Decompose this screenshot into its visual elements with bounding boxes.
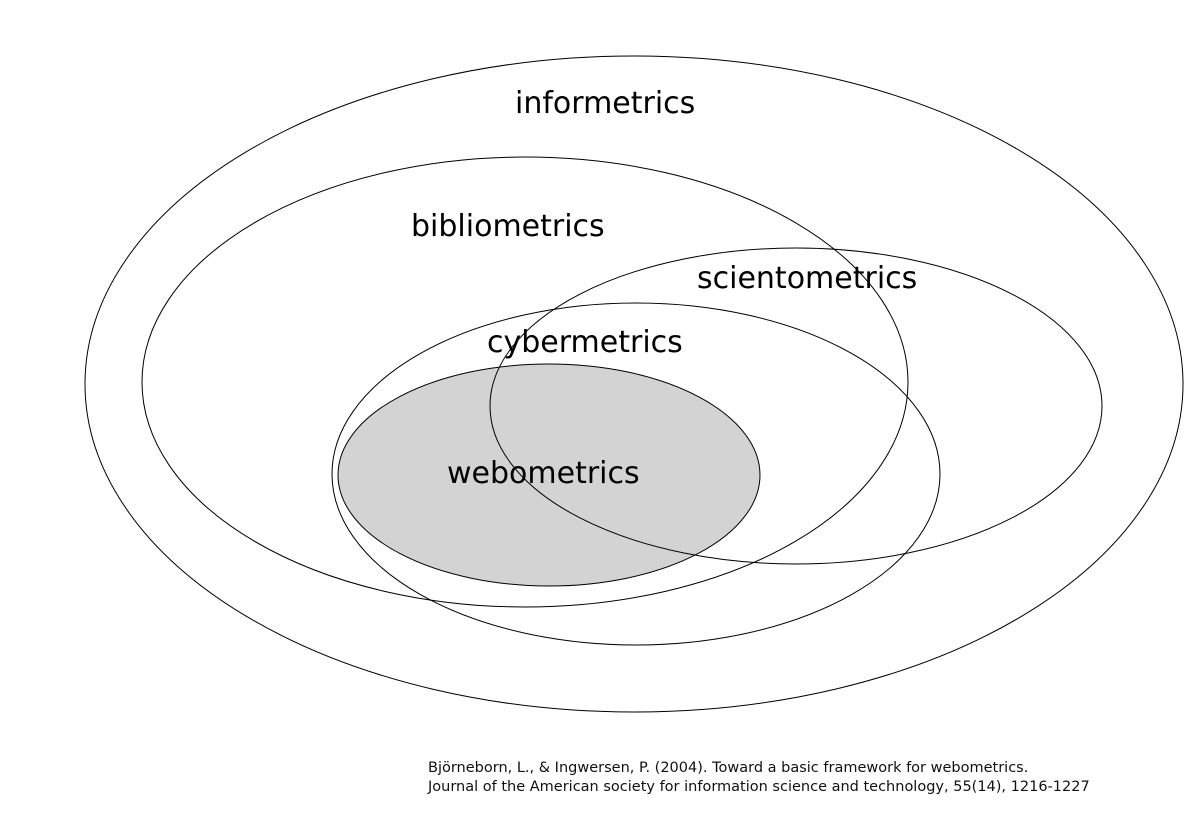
citation: Björneborn, L., & Ingwersen, P. (2004). … (428, 759, 1090, 797)
bibliometrics-ellipse (141, 156, 909, 608)
citation-line-2: Journal of the American society for info… (428, 779, 1090, 795)
webometrics-ellipse (337, 363, 761, 587)
scientometrics-ellipse (489, 247, 1103, 565)
cybermetrics-ellipse (331, 302, 941, 646)
informetrics-ellipse (84, 55, 1184, 713)
scientometrics-label: scientometrics (697, 261, 918, 296)
bibliometrics-label: bibliometrics (411, 209, 605, 244)
cybermetrics-label: cybermetrics (487, 325, 683, 360)
informetrics-label: informetrics (515, 86, 696, 121)
webometrics-label: webometrics (447, 456, 640, 491)
citation-line-1: Björneborn, L., & Ingwersen, P. (2004). … (428, 760, 1029, 776)
